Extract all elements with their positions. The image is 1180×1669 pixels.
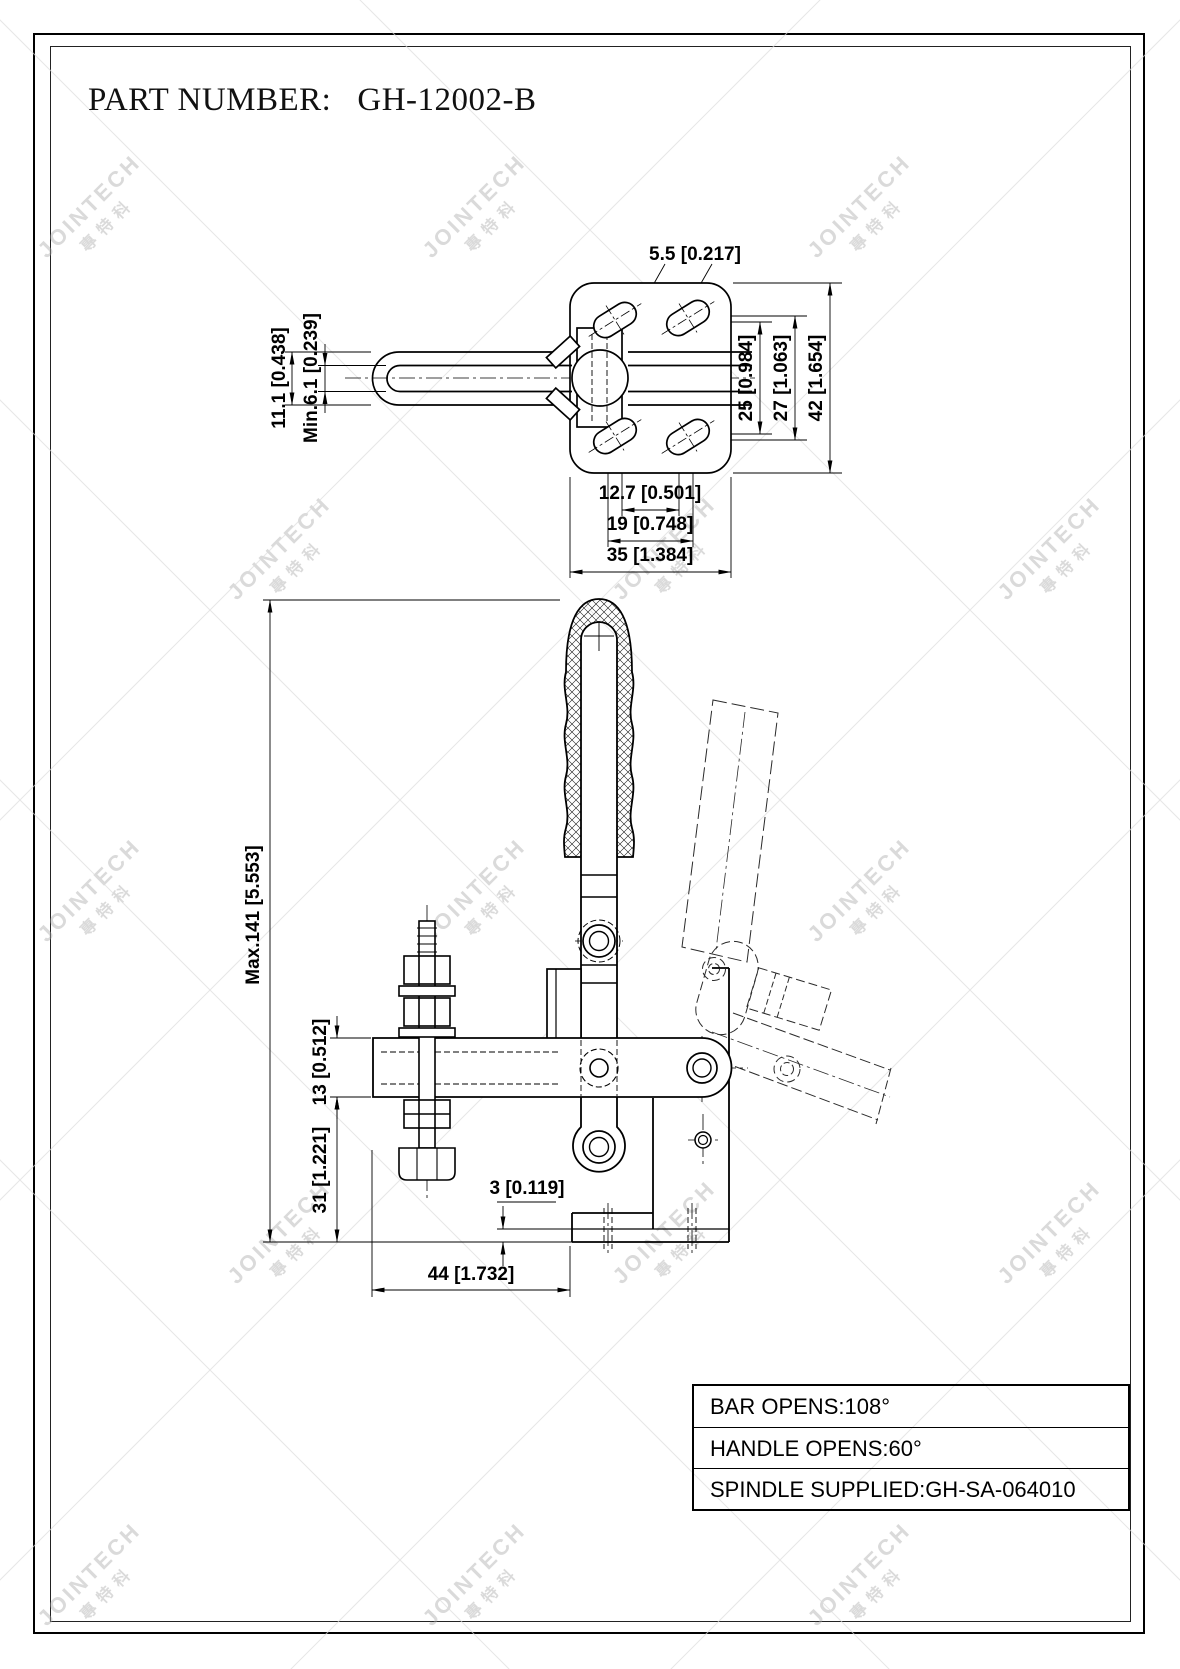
grip-center-mark <box>584 621 614 651</box>
part-number-label: PART NUMBER: <box>88 82 332 118</box>
lever-section-lines <box>581 874 617 984</box>
hex-nuts <box>398 955 456 1129</box>
pivot-hole <box>686 1052 718 1084</box>
spec-row-spindle-supplied: SPINDLE SUPPLIED:GH-SA-064010 <box>694 1468 1128 1509</box>
handle-grip <box>563 598 635 858</box>
dim-body-height: 42 [1.654] <box>806 335 827 422</box>
thread-ticks <box>417 927 437 953</box>
dim-bar-reach: 44 [1.732] <box>428 1264 515 1285</box>
open-position-phantom <box>681 699 892 1125</box>
top-view-centerlines <box>345 298 755 458</box>
outer-frame <box>33 33 1145 1634</box>
top-view: 5.5 [0.217] 11.1 [0.438] Min.6.1 [0.239]… <box>269 244 842 578</box>
clamp-arm <box>372 1037 733 1098</box>
dim-bar-thickness: 13 [0.512] <box>310 1019 331 1106</box>
lower-rivet-hole <box>582 1130 616 1164</box>
dim-slot-width: 5.5 [0.217] <box>649 244 741 265</box>
dim-hole-span-h1: 12.7 [0.501] <box>599 483 701 504</box>
rear-plate <box>546 968 582 1041</box>
part-number-title: PART NUMBER: GH-12002-B <box>88 82 537 119</box>
spec-row-handle-opens: HANDLE OPENS:60° <box>694 1427 1128 1468</box>
front-view: Max.141 [5.553] 13 [0.512] 31 [1.221] 3 … <box>243 598 892 1297</box>
rivet-hole <box>582 924 616 958</box>
link-pin <box>589 1058 609 1078</box>
top-view-mounting-slots <box>588 299 715 456</box>
dim-hole-span-v2: 27 [1.063] <box>771 335 792 422</box>
dim-base-height: 31 [1.221] <box>310 1127 331 1214</box>
dim-hole-span-v1: 25 [0.984] <box>736 335 757 422</box>
dim-overall-height: Max.141 [5.553] <box>243 845 264 984</box>
spindle-assembly <box>398 920 456 1181</box>
spec-row-bar-opens: BAR OPENS:108° <box>710 1394 890 1419</box>
dim-lip: 3 [0.119] <box>490 1178 565 1199</box>
dim-body-width: 35 [1.384] <box>607 545 694 566</box>
dim-slot-min: Min.6.1 [0.239] <box>301 313 322 443</box>
dim-arm-width: 11.1 [0.438] <box>269 327 290 428</box>
part-number-value: GH-12002-B <box>357 82 537 118</box>
dim-hole-span-h2: 19 [0.748] <box>607 514 694 535</box>
hidden-edges <box>381 1040 618 1096</box>
spindle-foot <box>398 1147 456 1181</box>
spec-table: BAR OPENS:108° HANDLE OPENS:60° SPINDLE … <box>692 1384 1130 1511</box>
top-view-dimension-lines <box>285 263 842 578</box>
front-view-dimension-lines <box>263 599 575 1297</box>
inner-frame <box>50 46 1131 1622</box>
